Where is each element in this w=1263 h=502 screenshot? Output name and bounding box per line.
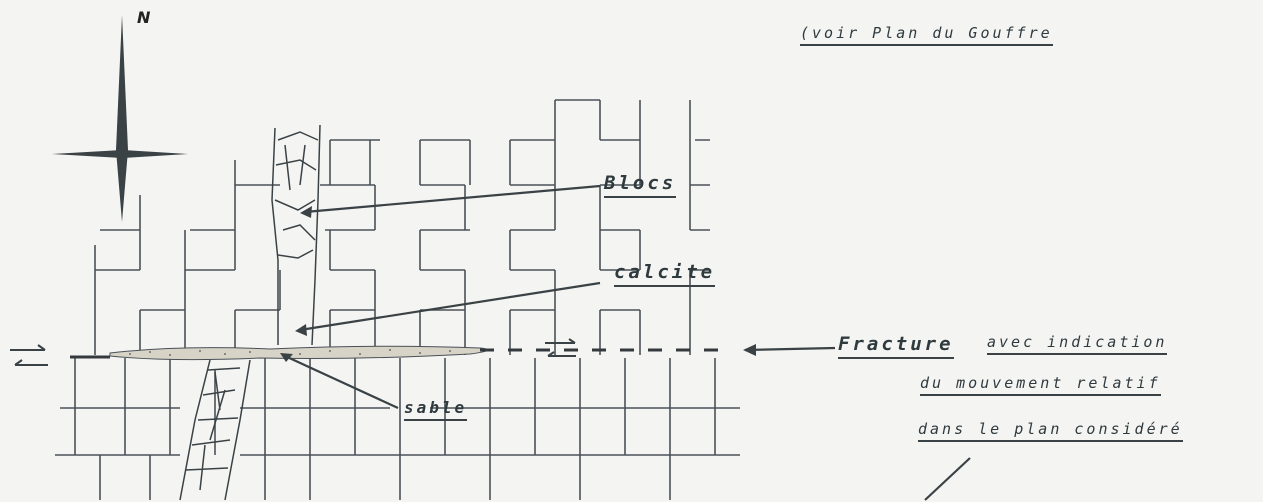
block-infill-lower [179,359,251,501]
calcite-label: calcite [614,261,716,287]
sand-fill [109,345,489,361]
limestone-beds-upper [94,99,710,355]
sable-label: sable [404,398,468,421]
fracture-description-line-1: avec indication [987,333,1168,355]
plane-pointer [924,457,971,501]
fracture-description-line-3: dans le plan considéré [918,420,1183,442]
north-arrow-icon [52,15,188,222]
blocs-label: Blocs [604,172,677,198]
limestone-beds-lower [55,358,740,500]
block-infill-upper [271,124,321,346]
calcite-pointer [299,281,601,332]
sable-pointer [284,355,399,409]
movement-arrows [10,338,576,366]
north-label: N [137,8,151,27]
fracture-label: Fracture [838,333,954,359]
pointer-lines [284,184,971,501]
fracture-line [70,348,725,359]
reference-note: (voir Plan du Gouffre [800,24,1053,46]
fracture-description-line-2: du mouvement relatif [920,374,1161,396]
fracture-pointer [744,346,836,352]
blocs-pointer [304,184,601,214]
